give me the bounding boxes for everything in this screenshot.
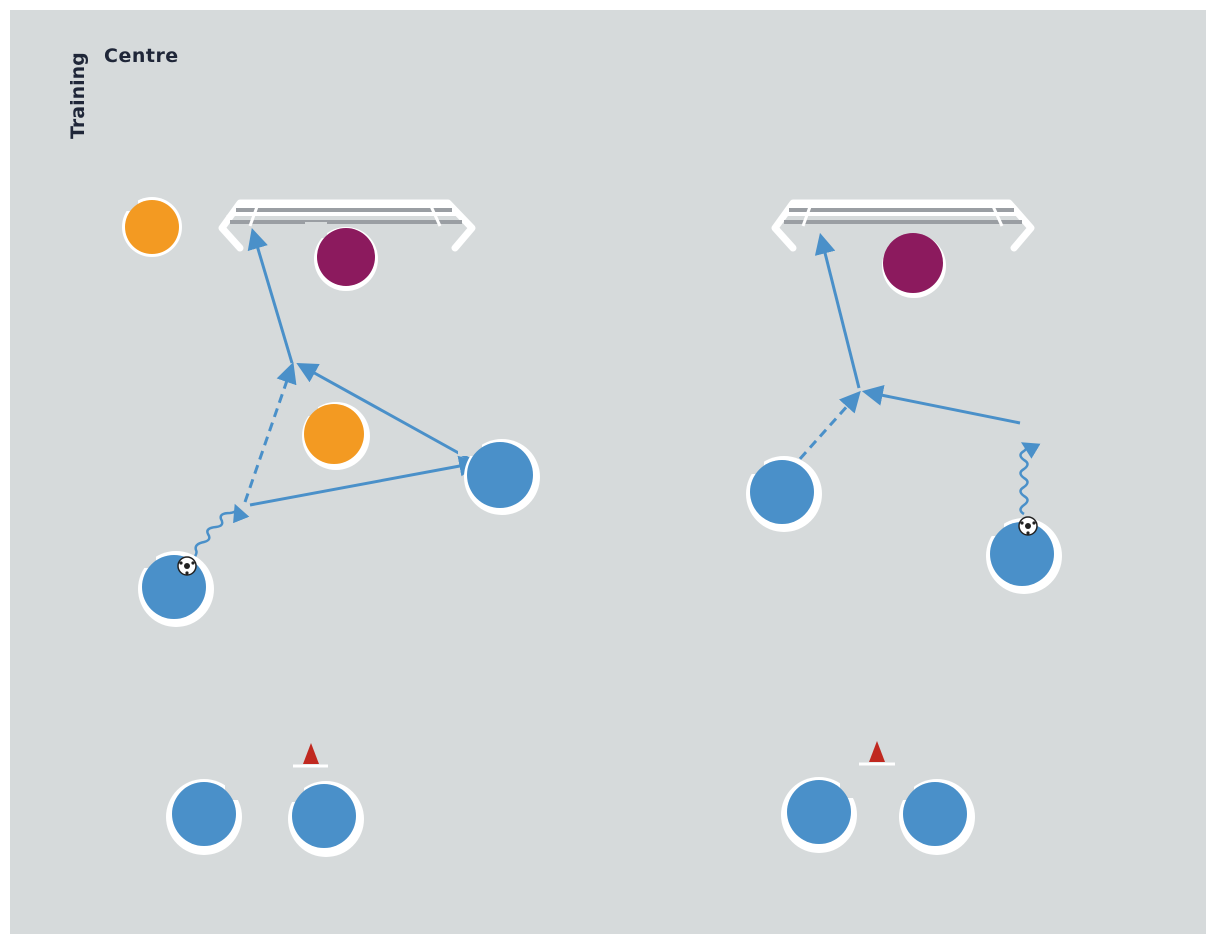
left-drill	[118, 195, 540, 857]
run-arrow-dashed	[788, 390, 861, 472]
goal-icon	[771, 199, 1035, 252]
run-arrow-dashed	[243, 362, 297, 503]
cone-icon	[859, 741, 895, 766]
goalkeeper-left	[305, 222, 378, 291]
pass-arrow-left	[861, 385, 1021, 425]
shot-arrow	[247, 227, 294, 364]
logo-word-centre: Centre	[104, 45, 179, 67]
cone-icon	[293, 743, 328, 768]
attacker-right-left	[458, 436, 540, 515]
dribble-arrow-left	[191, 503, 250, 561]
attacker-dribbler-right	[980, 516, 1062, 594]
attacker-dribbler-left	[132, 548, 214, 627]
goalkeeper-right	[873, 230, 946, 298]
attacker-left-right	[740, 454, 822, 532]
dribble-arrow-right	[1019, 442, 1041, 516]
attacker-queue-right-1	[781, 776, 864, 853]
soccer-ball-icon	[177, 556, 197, 576]
defender-center-left	[296, 398, 370, 470]
soccer-ball-icon	[1018, 516, 1038, 536]
defender-left-goal	[118, 195, 182, 257]
pass-arrow-right	[249, 455, 481, 507]
goal-icon	[218, 199, 476, 252]
attacker-queue-left-2	[280, 780, 364, 857]
shot-arrow	[814, 232, 861, 389]
attacker-queue-left-1	[166, 778, 249, 855]
attacker-queue-right-2	[890, 778, 975, 855]
pass-arrow-return	[296, 362, 474, 463]
right-drill	[740, 199, 1062, 855]
